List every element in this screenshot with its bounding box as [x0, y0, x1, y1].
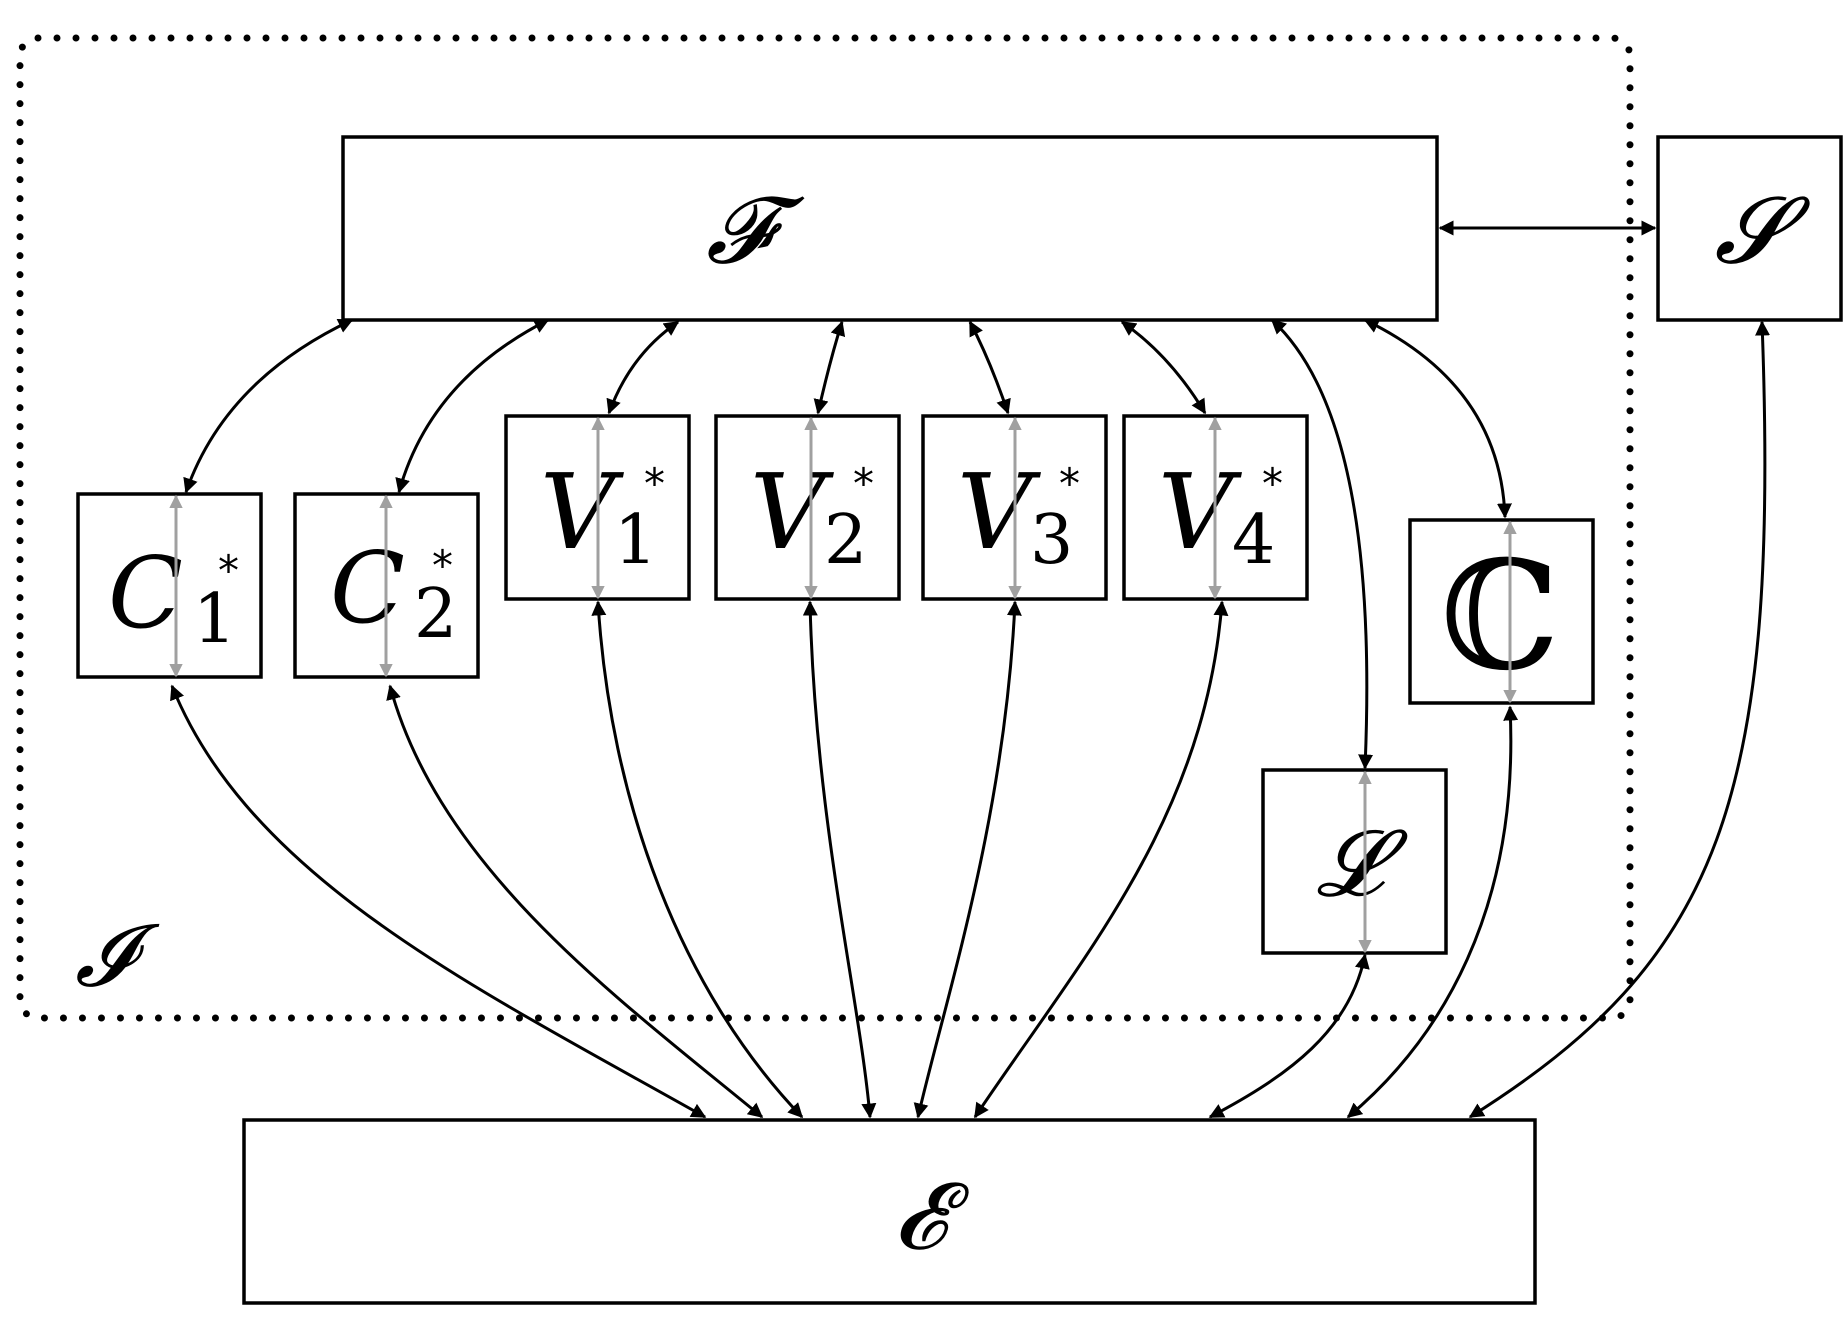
edge-f-c2 [395, 318, 550, 494]
node-v4: V 4 * [1122, 414, 1309, 601]
node-cc: ℂ [1408, 518, 1595, 705]
edge-v1-e [591, 600, 804, 1119]
edge-f-l [1270, 318, 1374, 770]
node-c2-sub: 2 [414, 575, 457, 654]
node-v4-sub: 4 [1232, 501, 1275, 580]
edge-f-cc [1363, 318, 1512, 519]
node-v1-sup: * [644, 459, 665, 508]
edge-f-c1 [183, 318, 354, 494]
edge-v3-e [913, 600, 1022, 1119]
node-l: 𝓛 [1261, 768, 1448, 955]
region-i-label: 𝓘 [75, 906, 160, 1006]
node-v3-sub: 3 [1030, 501, 1073, 580]
node-e: 𝓔 [242, 1118, 1537, 1305]
node-cc-label: ℂ [1440, 530, 1559, 704]
node-c2-sup: * [432, 541, 453, 590]
node-c1: C 1 * [76, 492, 263, 679]
node-v2-letter: V [750, 451, 834, 573]
node-v4-sup: * [1262, 459, 1283, 508]
edge-l-e [1208, 953, 1370, 1119]
node-v3: V 3 * [921, 414, 1108, 601]
edge-f-v1 [606, 320, 680, 415]
edge-f-v4 [1120, 320, 1207, 415]
node-v1-sub: 1 [614, 501, 657, 580]
connectors [170, 220, 1771, 1119]
node-v1-letter: V [540, 451, 624, 573]
node-v1: V 1 * [504, 414, 691, 601]
node-v4-letter: V [1158, 451, 1242, 573]
node-v2-sup: * [853, 459, 874, 508]
node-c1-sub: 1 [193, 580, 236, 659]
node-c2-letter: C [330, 532, 405, 646]
edge-c1-e [170, 684, 707, 1119]
node-v2: V 2 * [714, 414, 901, 601]
node-v3-sup: * [1059, 459, 1080, 508]
node-v3-letter: V [957, 451, 1041, 573]
node-s: 𝓢 [1656, 135, 1843, 322]
node-f: 𝓕 [341, 135, 1439, 322]
edge-v2-e [802, 600, 877, 1119]
edge-f-v2 [813, 320, 846, 415]
edge-f-v3 [968, 320, 1011, 415]
edge-v4-e [973, 600, 1229, 1119]
node-c2: C 2 * [293, 492, 480, 679]
edge-s-e [1468, 320, 1771, 1119]
edge-c2-e [386, 684, 764, 1119]
node-v2-sub: 2 [824, 501, 867, 580]
node-c1-letter: C [108, 537, 183, 651]
node-c1-sup: * [218, 546, 239, 595]
